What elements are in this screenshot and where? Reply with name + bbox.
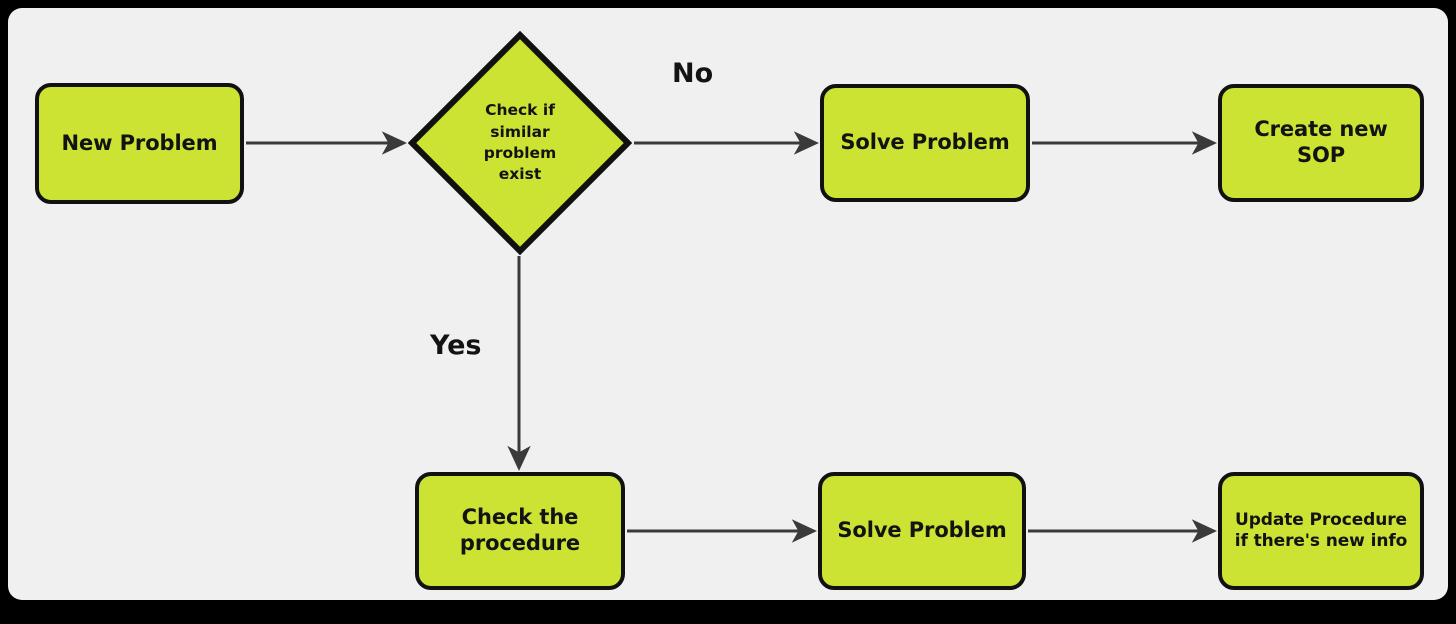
edge-label-yes: Yes — [430, 330, 482, 361]
node-create-new-sop-label: Create new SOP — [1248, 117, 1393, 168]
diagram-panel — [8, 8, 1448, 600]
check-procedure-line-2: procedure — [459, 531, 581, 555]
check-procedure-line-1: Check the — [461, 505, 579, 530]
node-update-procedure[interactable]: Update Procedure if there's new info — [1218, 472, 1424, 590]
edge-label-no: No — [672, 58, 714, 89]
node-solve-problem-bottom[interactable]: Solve Problem — [818, 472, 1026, 590]
node-solve-problem-top[interactable]: Solve Problem — [820, 84, 1030, 202]
node-check-the-procedure[interactable]: Check the procedure — [415, 472, 625, 590]
diamond-shape — [408, 31, 632, 255]
node-solve-problem-bottom-label: Solve Problem — [837, 518, 1007, 543]
update-procedure-line-2: if there's new info — [1234, 531, 1408, 551]
node-decision-similar-problem[interactable]: Check if similar problem exist — [408, 31, 632, 255]
create-sop-line-2: SOP — [1296, 143, 1346, 167]
node-solve-problem-top-label: Solve Problem — [840, 130, 1010, 155]
node-create-new-sop[interactable]: Create new SOP — [1218, 84, 1424, 202]
node-new-problem[interactable]: New Problem — [35, 83, 244, 204]
create-sop-line-1: Create new — [1254, 117, 1388, 142]
node-update-procedure-label: Update Procedure if there's new info — [1229, 510, 1413, 551]
node-new-problem-label: New Problem — [61, 130, 218, 155]
node-check-the-procedure-label: Check the procedure — [454, 505, 586, 556]
update-procedure-line-1: Update Procedure — [1235, 510, 1407, 531]
